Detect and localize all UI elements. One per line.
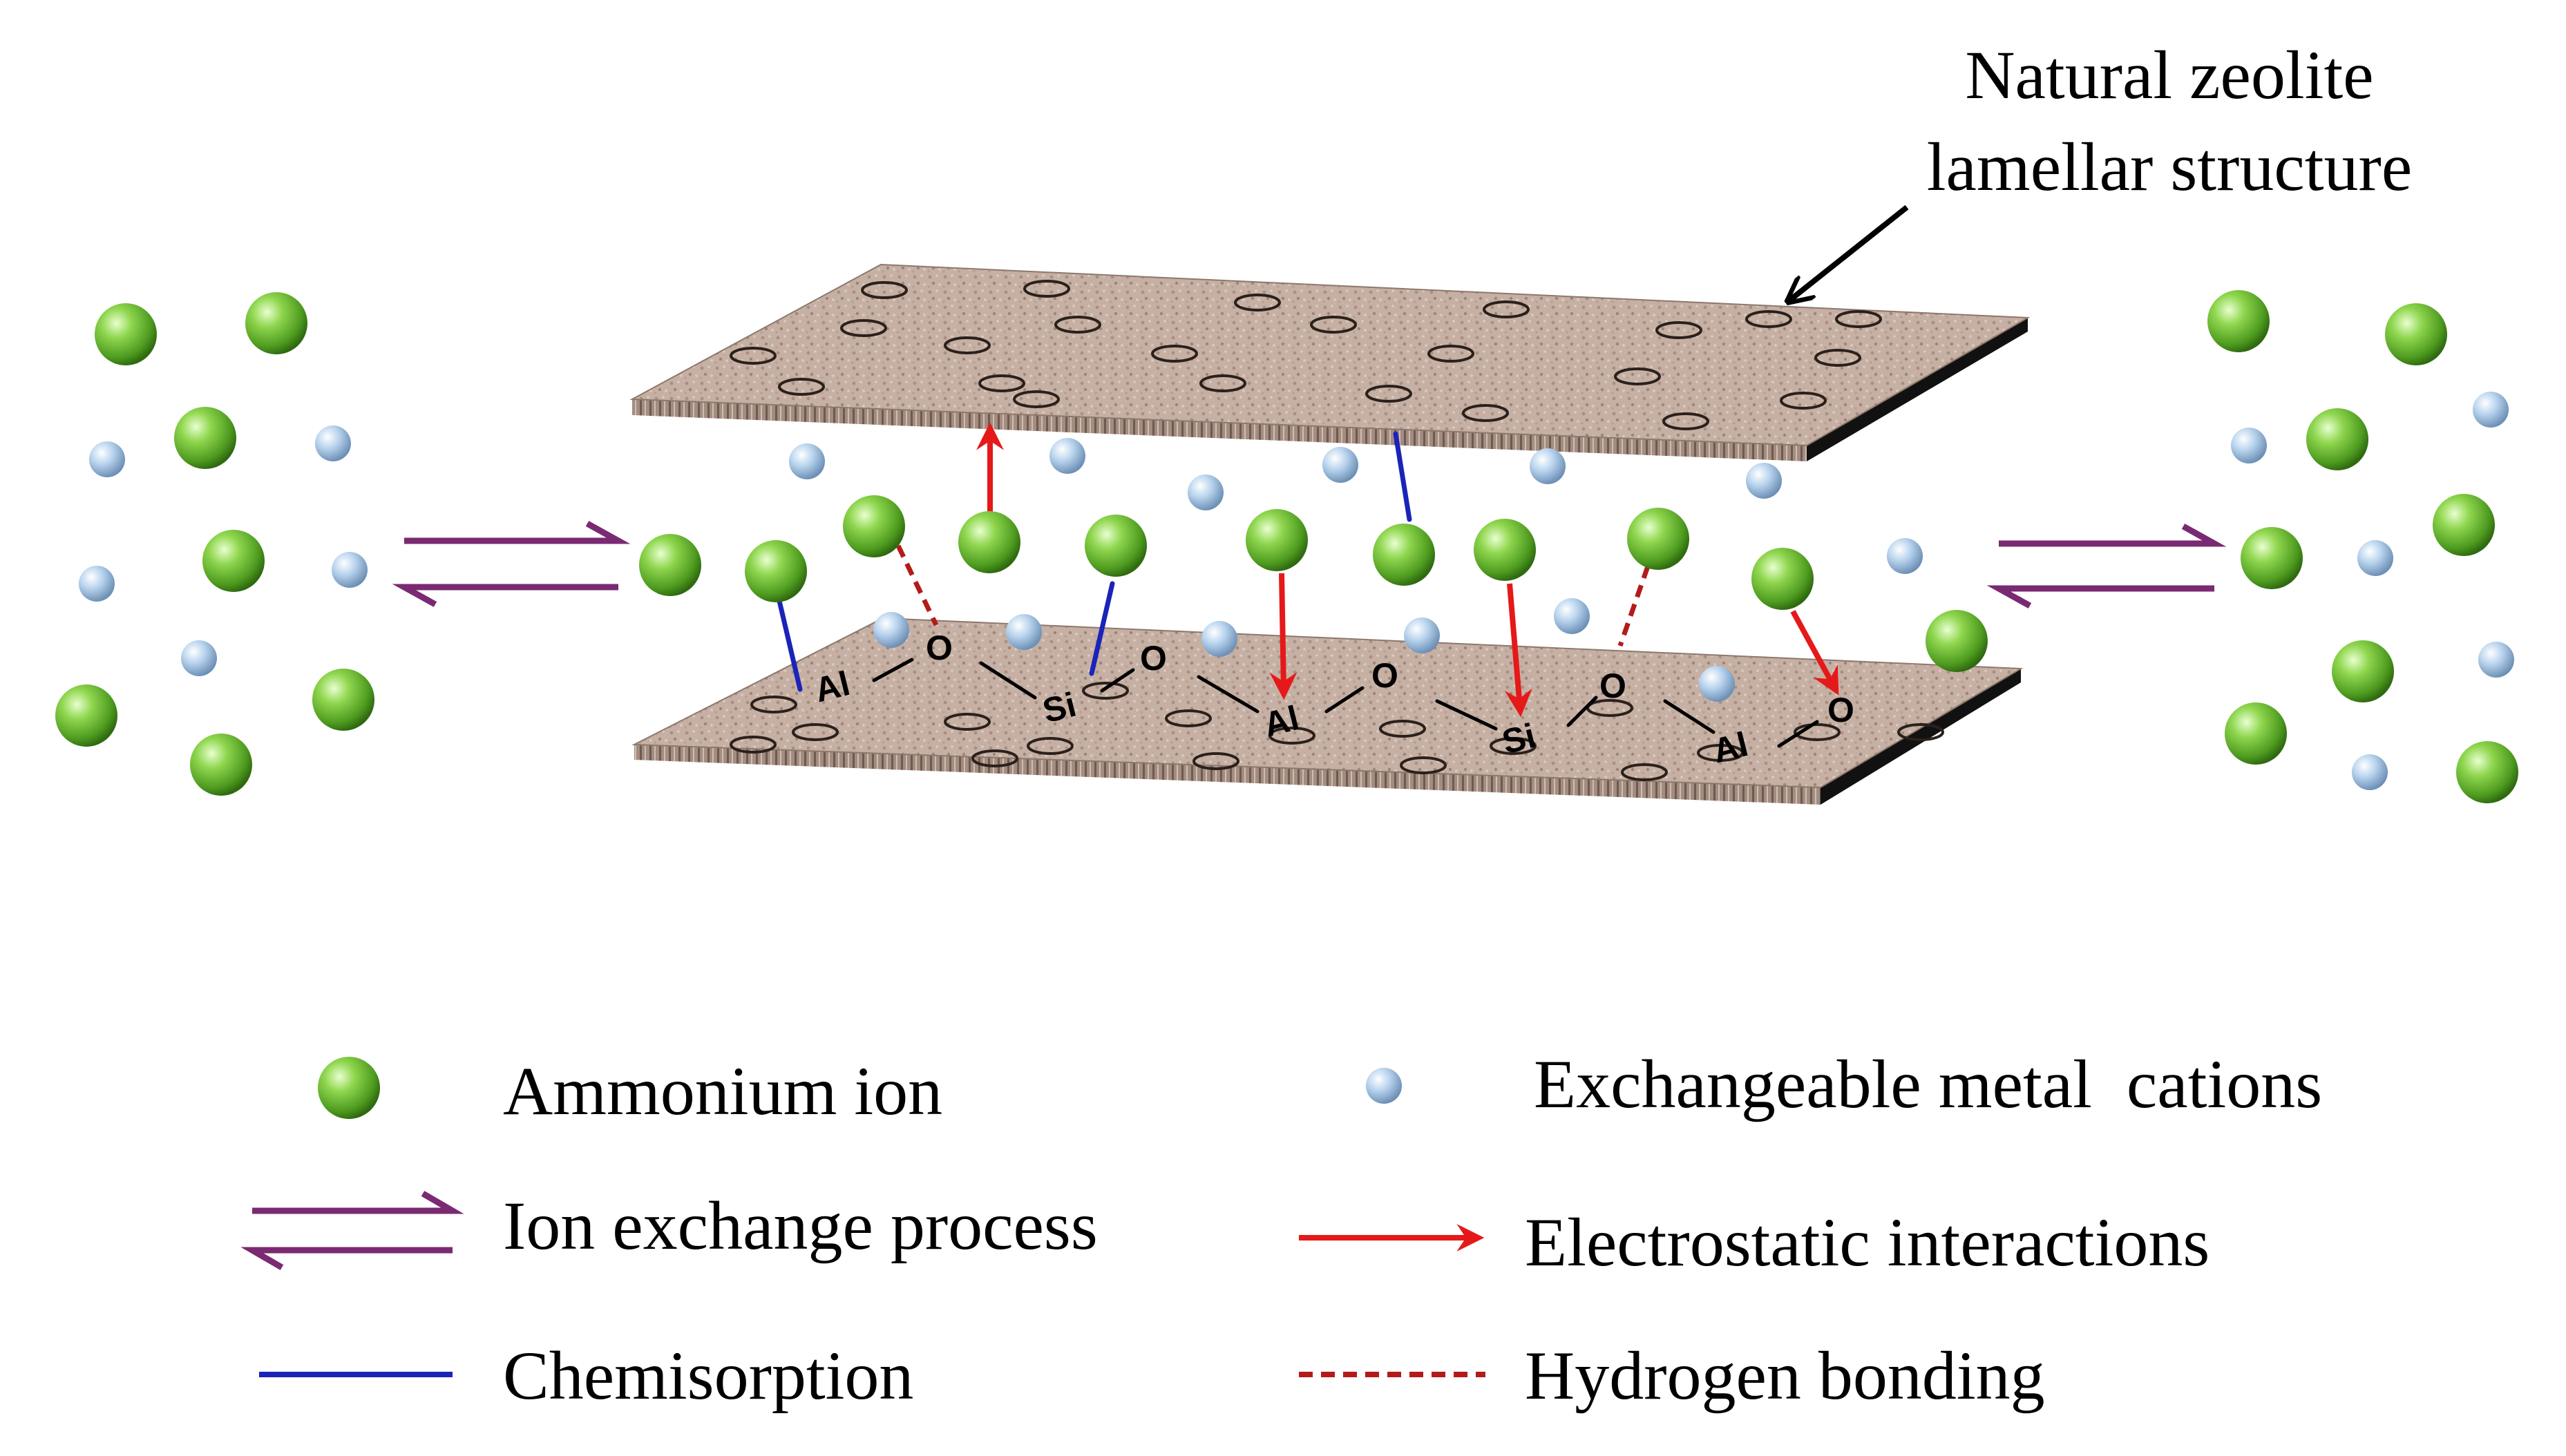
hydrogen-bond-line [1617, 565, 1651, 647]
metal-cation [332, 552, 368, 588]
ammonium-ion [190, 734, 252, 796]
metal-cation [2231, 428, 2267, 463]
legend-metal-cation-icon [1366, 1068, 1402, 1104]
ammonium-ion [174, 407, 236, 469]
metal-cation [2357, 540, 2393, 576]
ammonium-ion [1085, 515, 1147, 577]
metal-cation [181, 640, 217, 676]
title-line-2: lamellar structure [1927, 128, 2412, 205]
metal-cation [2478, 642, 2514, 678]
ammonium-ion [245, 292, 307, 354]
structure-title: Natural zeolite lamellar structure [1789, 37, 2412, 300]
ammonium-ion [2207, 290, 2270, 352]
legend-chemisorption-label: Chemisorption [503, 1337, 913, 1414]
metal-cation [2352, 754, 2388, 790]
ammonium-ion [1627, 508, 1689, 570]
hydrogen-bond-line [895, 544, 939, 626]
ammonium-ion [202, 530, 265, 592]
metal-cation [315, 425, 351, 461]
title-pointer-arrow [1789, 204, 1909, 300]
title-line-1: Natural zeolite [1965, 37, 2373, 113]
metal-cation [1006, 614, 1042, 650]
legend-metal-cations-label: Exchangeable metal cations [1534, 1046, 2322, 1122]
electrostatic-arrow [1790, 610, 1839, 696]
metal-cation [1201, 621, 1237, 657]
ammonium-ion [1246, 509, 1308, 571]
ion-exchange-arrow-left [392, 521, 631, 607]
ammonium-ions [55, 290, 2518, 803]
metal-cation [1530, 448, 1566, 484]
ammonium-ion [843, 495, 905, 557]
ammonium-ion [1373, 524, 1435, 586]
electrostatic-arrows [976, 422, 1839, 718]
legend: Ammonium ion Exchangeable metal cations … [240, 1046, 2322, 1414]
top-zeolite-plate [629, 263, 2031, 461]
metal-cation [1746, 463, 1782, 499]
metal-cation [1404, 617, 1440, 653]
legend-hydrogen-bonding-label: Hydrogen bonding [1525, 1337, 2045, 1414]
ammonium-ion [95, 303, 157, 365]
chemisorption-line [777, 598, 803, 692]
legend-ammonium-icon [318, 1057, 380, 1119]
ammonium-ion [2456, 741, 2518, 803]
metal-cations [79, 392, 2514, 790]
metal-cation [89, 441, 125, 477]
electrostatic-arrow [1269, 573, 1298, 700]
ammonium-ion [2241, 527, 2303, 589]
metal-cation [2473, 392, 2509, 428]
ammonium-ion [2385, 303, 2447, 365]
legend-ammonium-label: Ammonium ion [503, 1053, 942, 1129]
atom-o-5: O [1827, 691, 1854, 729]
framework-bonds [872, 658, 1819, 748]
metal-cation [1554, 598, 1590, 634]
ammonium-ion [2225, 702, 2287, 765]
legend-electrostatic-label: Electrostatic interactions [1525, 1204, 2209, 1281]
ammonium-ion [1474, 519, 1536, 581]
metal-cation [1322, 447, 1358, 483]
chemisorption-lines [777, 431, 1412, 692]
hydrogen-bond-lines [895, 544, 1651, 647]
ammonium-ion [2433, 494, 2495, 556]
metal-cation [1188, 475, 1224, 510]
chemisorption-line [1089, 581, 1115, 676]
ammonium-ion [639, 534, 701, 596]
metal-cation [873, 612, 909, 648]
ion-exchange-arrow-right [1986, 524, 2227, 609]
atom-o-3: O [1371, 656, 1398, 695]
ammonium-ion [1751, 548, 1814, 610]
atom-o-2: O [1140, 639, 1167, 678]
chemisorption-line [1393, 431, 1412, 522]
atom-o-1: O [926, 629, 953, 667]
ammonium-ion [55, 684, 117, 747]
legend-ion-exchange-label: Ion exchange process [503, 1187, 1098, 1264]
metal-cation [789, 443, 825, 479]
ammonium-ion [2332, 640, 2394, 702]
metal-cation [1699, 666, 1735, 702]
top-plate-pores [730, 280, 1882, 430]
atom-o-4: O [1599, 667, 1626, 705]
ammonium-ion [312, 669, 374, 731]
electrostatic-arrow [1504, 583, 1532, 718]
ammonium-ion [2306, 408, 2368, 470]
ammonium-ion [958, 511, 1020, 573]
bottom-zeolite-plate: Al O Si O Al O Si O Al O [631, 617, 2024, 805]
metal-cation [79, 566, 115, 602]
metal-cation [1049, 438, 1085, 474]
metal-cation [1887, 538, 1923, 574]
ammonium-ion [1926, 610, 1988, 672]
legend-ion-exchange-icon [240, 1191, 464, 1270]
ammonium-ion [745, 540, 807, 602]
